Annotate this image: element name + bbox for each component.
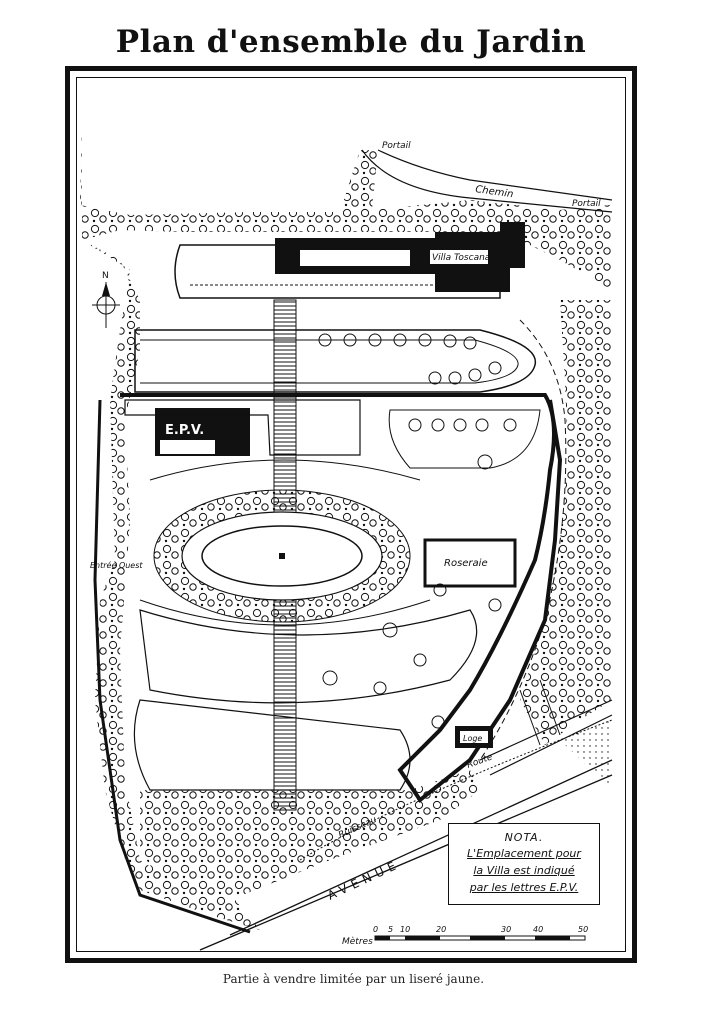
nota-box: NOTA. L'Emplacement pour la Villa est in…: [448, 823, 600, 905]
ruisseau-stream: [299, 719, 613, 861]
north-arrow-icon: [92, 282, 120, 328]
nota-line: L'Emplacement pour: [467, 847, 581, 860]
scale-bar: [374, 935, 586, 941]
lower-lawn-1: [139, 609, 478, 704]
caption: Partie à vendre limitée par un liseré ja…: [222, 972, 485, 986]
woodland-south: [140, 770, 480, 900]
scale-tick: 10: [400, 925, 410, 934]
nota-line: la Villa est indiqué: [473, 864, 575, 877]
label-epv: E.P.V.: [165, 423, 204, 438]
chemin-path: [377, 149, 613, 201]
terrace-shrubs: [318, 333, 502, 385]
scale-tick: 0: [373, 925, 378, 934]
scale-tick: 5: [388, 925, 393, 934]
east-lawn: [388, 409, 541, 469]
label-chemin: Chemin: [475, 184, 515, 200]
plan-inner-border: [76, 77, 626, 952]
scale-tick: 20: [436, 925, 446, 934]
scale-label: Mètres: [342, 936, 373, 947]
second-terrace: [134, 329, 537, 393]
avenue-road: [229, 759, 613, 936]
scale-tick: 40: [533, 925, 543, 934]
woodland-north: [80, 128, 612, 290]
plan-title: Plan d'ensemble du Jardin: [115, 24, 587, 60]
woodland-east: [520, 300, 612, 745]
lower-lawn-2: [133, 699, 411, 791]
route-road: [479, 699, 613, 761]
upper-terrace: [174, 244, 501, 299]
label-route: Route: [466, 752, 495, 771]
roseraie-garden: [423, 538, 517, 588]
woodland-west: [82, 240, 260, 930]
scale-tick: 50: [578, 925, 588, 934]
epv-boundary: [120, 393, 563, 803]
label-villa-toscana: Villa Toscana: [432, 253, 490, 263]
label-avenue: AVENUE: [325, 857, 402, 903]
label-portail-top: Portail: [382, 141, 411, 151]
scale-tick: 30: [501, 925, 511, 934]
label-north: N: [102, 271, 109, 281]
label-roseraie: Roseraie: [444, 558, 488, 569]
nota-line: par les lettres E.P.V.: [469, 881, 579, 894]
label-portail-right: Portail: [572, 199, 601, 209]
label-entree-ouest: Entrée Ouest: [90, 560, 143, 570]
nota-title: NOTA.: [504, 831, 544, 844]
label-loge: Loge: [463, 734, 482, 743]
